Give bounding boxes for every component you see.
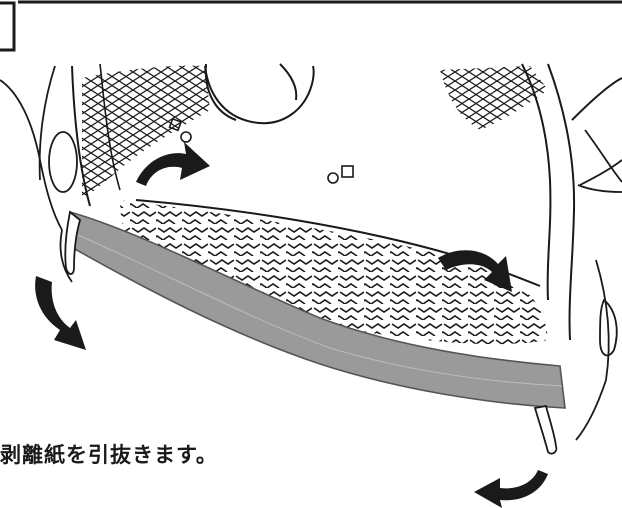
center-circle-outline bbox=[204, 65, 315, 125]
left-fog-lamp bbox=[48, 131, 78, 193]
arrow-icon bbox=[35, 142, 548, 508]
upper-right-grille bbox=[440, 66, 548, 130]
upper-grille bbox=[71, 63, 210, 207]
instruction-caption: 剥離紙を引抜きます。 bbox=[0, 443, 218, 467]
lower-grille bbox=[120, 200, 548, 345]
bumper-right-side bbox=[575, 129, 622, 441]
right-fog-lamp bbox=[599, 298, 618, 357]
bumper-body bbox=[135, 63, 622, 341]
mounting-holes bbox=[168, 117, 354, 184]
adhesive-tape bbox=[65, 210, 566, 409]
bumper-left-side bbox=[0, 65, 78, 283]
release-paper bbox=[64, 210, 558, 455]
release-paper-left bbox=[64, 210, 82, 275]
release-paper-right bbox=[533, 404, 558, 455]
step-frame bbox=[0, 0, 622, 52]
